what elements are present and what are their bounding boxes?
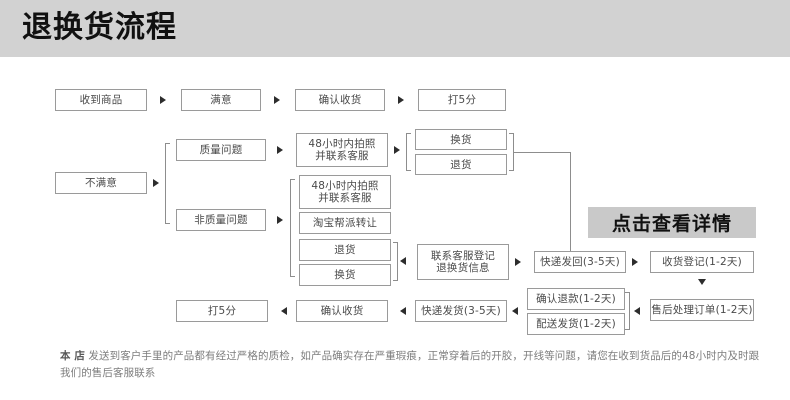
node-receive-register: 收货登记(1-2天)	[650, 251, 754, 273]
node-taobao-transfer: 淘宝帮派转让	[299, 212, 391, 234]
arrow-express-ship-to-confirm	[400, 306, 406, 315]
arrow-received-to-satisfied	[160, 95, 166, 104]
arrow-satisfied-to-confirm	[274, 95, 280, 104]
bracket-return-exchange-mid-out	[393, 242, 398, 281]
arrow-register-to-return-exchange	[400, 257, 406, 265]
arrow-confirm-to-rate-bottom	[281, 306, 287, 315]
node-satisfied: 满意	[181, 89, 261, 111]
node-delivery-ship: 配送发货(1-2天)	[527, 313, 625, 335]
arrow-register-to-express-back	[515, 257, 521, 266]
node-express-ship: 快递发货(3-5天)	[415, 300, 507, 322]
arrow-unsatisfied-split	[153, 178, 159, 187]
node-quality-issue: 质量问题	[176, 139, 266, 161]
page-title: 退换货流程	[22, 10, 177, 45]
node-register-info: 联系客服登记 退换货信息	[417, 244, 509, 280]
page-header-band: 退换货流程	[0, 0, 790, 57]
flowchart-canvas: 收到商品 满意 确认收货 打5分 不满意 质量问题 非质量问题 48小时内拍照 …	[0, 57, 790, 400]
node-confirm-receipt-top: 确认收货	[295, 89, 385, 111]
node-confirm-receipt-bottom: 确认收货	[296, 300, 388, 322]
node-express-back: 快递发回(3-5天)	[534, 251, 626, 273]
node-rate5-bottom: 打5分	[176, 300, 268, 322]
arrow-aftersale-to-refund-ship	[634, 306, 640, 315]
bracket-nonquality-options	[290, 179, 295, 277]
arrow-quality-to-photo	[277, 145, 283, 154]
node-return-top: 退货	[415, 154, 507, 175]
node-aftersale-order: 售后处理订单(1-2天)	[650, 299, 754, 321]
arrow-receive-to-aftersale	[698, 279, 706, 285]
bracket-exchange-return-in	[406, 133, 411, 171]
arrow-confirm-to-rate	[398, 95, 404, 104]
node-exchange-top: 换货	[415, 129, 507, 150]
node-photo-contact-2: 48小时内拍照 并联系客服	[299, 175, 391, 209]
node-received: 收到商品	[55, 89, 147, 111]
bracket-refund-ship-out	[625, 292, 630, 330]
arrow-nonquality-to-options	[277, 215, 283, 224]
node-return-mid: 退货	[299, 239, 391, 261]
footer-text: 发送到客户手里的产品都有经过严格的质检，如产品确实存在严重瑕痕，正常穿着后的开胶…	[60, 350, 760, 379]
connector-to-express-back-v	[570, 152, 571, 252]
bracket-exchange-return-out	[509, 133, 514, 171]
node-non-quality-issue: 非质量问题	[176, 209, 266, 231]
arrow-photo1-to-exchange-return	[394, 145, 400, 154]
footer-lead: 本 店	[60, 350, 85, 362]
arrow-express-back-to-receive	[632, 257, 638, 266]
node-photo-contact-1: 48小时内拍照 并联系客服	[296, 133, 388, 167]
connector-to-express-back-h	[514, 152, 570, 153]
node-unsatisfied: 不满意	[55, 172, 147, 194]
arrow-refund-to-express-ship	[512, 306, 518, 315]
footer-note: 本 店 发送到客户手里的产品都有经过严格的质检，如产品确实存在严重瑕痕，正常穿着…	[60, 348, 760, 382]
node-rate5-top: 打5分	[418, 89, 506, 111]
node-confirm-refund: 确认退款(1-2天)	[527, 288, 625, 310]
node-exchange-mid: 换货	[299, 264, 391, 286]
bracket-unsatisfied-split	[165, 143, 170, 224]
view-details-cta[interactable]: 点击查看详情	[588, 207, 756, 238]
